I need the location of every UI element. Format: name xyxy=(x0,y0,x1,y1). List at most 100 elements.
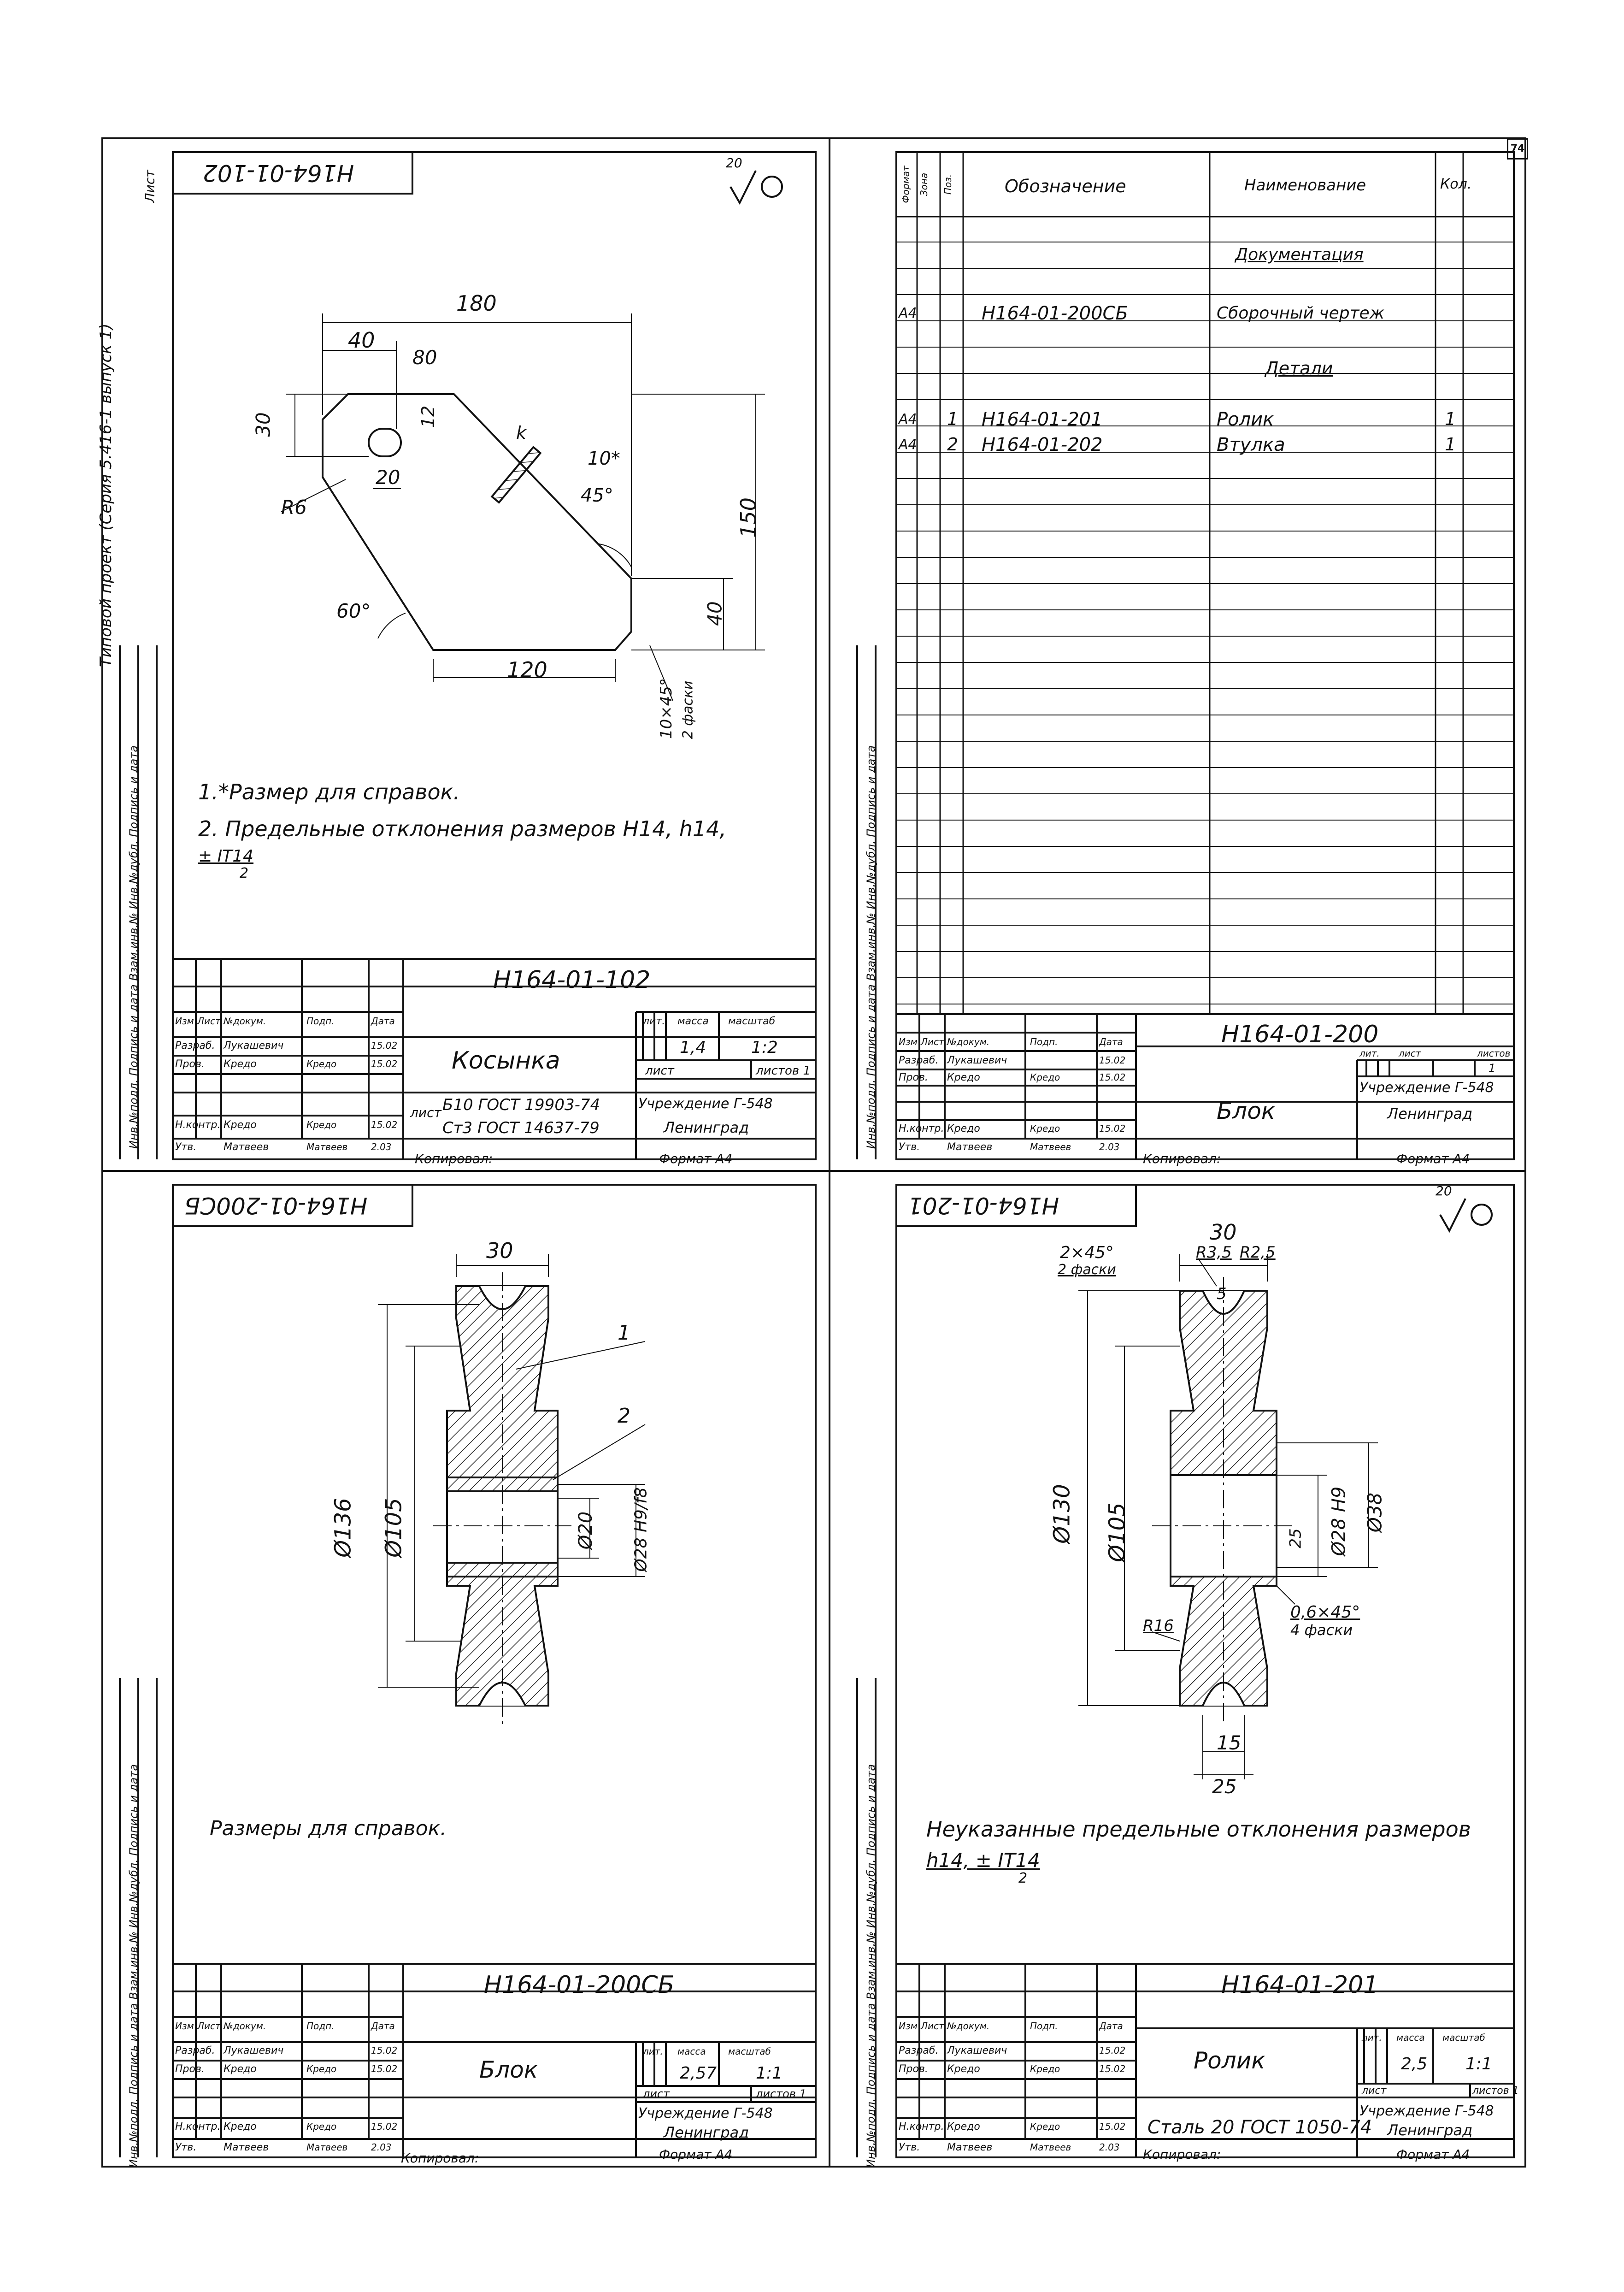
tb-200sb-r1-role: Разраб. xyxy=(175,2045,215,2056)
tb-200-code: Н164-01-200 xyxy=(1221,1021,1379,1048)
dim-45deg: 45° xyxy=(581,485,613,506)
tb-200-r3-name: Кредо xyxy=(947,1123,980,1134)
tb-200-r1-role: Разраб. xyxy=(899,1055,939,1066)
roughness-value-201: 20 xyxy=(1436,1183,1452,1199)
tb-102-org2: Ленинград xyxy=(664,1119,749,1136)
roller-dim-28: Ø28 H9 xyxy=(1328,1486,1350,1556)
tb-102-hdr: Изм xyxy=(175,1016,194,1027)
spec-r3-qty: 1 xyxy=(1445,409,1456,429)
roller-dim-38: Ø38 xyxy=(1363,1492,1386,1533)
tb-200sb-hdr-change: Изм xyxy=(175,2020,194,2032)
tb-201-r4-date: 2.03 xyxy=(1099,2142,1120,2153)
tb-200sb-lit: лит. xyxy=(643,2046,663,2057)
spec-r3-designation: Н164-01-201 xyxy=(982,409,1103,430)
tb-200sb-r1-name: Лукашевич xyxy=(224,2045,284,2056)
tb-102-hdr-doc: №докум. xyxy=(224,1016,266,1027)
dim-60deg: 60° xyxy=(336,600,371,622)
tb-200sb-hdr-date: Дата xyxy=(371,2020,395,2032)
tb-201-r3-date: 15.02 xyxy=(1099,2121,1126,2132)
tb-102-r2-sign: Кредо xyxy=(306,1058,337,1069)
note-102-1: 1.*Размер для справок. xyxy=(198,780,460,804)
dim-40b: 40 xyxy=(703,601,726,626)
tb-201-r4-sign: Матвеев xyxy=(1030,2142,1071,2153)
tb-200sb-scale: масштаб xyxy=(728,2046,771,2057)
tb-200-lit: лит. xyxy=(1359,1048,1380,1059)
tb-200sb-r2-name: Кредо xyxy=(224,2063,257,2075)
tb-102-r2-name: Кредо xyxy=(224,1058,257,1070)
asm-dim-105: Ø105 xyxy=(381,1498,407,1558)
roller-dim-25deg: 25 xyxy=(1286,1528,1305,1548)
tb-102-mass: масса xyxy=(677,1016,709,1027)
tb-201-r2-name: Кредо xyxy=(947,2063,980,2075)
tb-201-hdr-sign: Подп. xyxy=(1030,2020,1058,2032)
tb-200sb-hdr-doc: №докум. xyxy=(224,2020,266,2032)
roller-dim-ch06: 0,6×45° xyxy=(1290,1603,1360,1622)
tb-102-lit: лит. xyxy=(643,1016,665,1027)
asm-pos-2: 2 xyxy=(618,1404,630,1428)
tb-200sb-org2: Ленинград xyxy=(664,2124,749,2141)
tb-201-sheets: листов 1 xyxy=(1472,2085,1519,2097)
spec-r1-name: Сборочный чертеж xyxy=(1217,304,1385,323)
roller-note-2: h14, ± IT14 xyxy=(926,1849,1040,1872)
tb-200-hdr-sign: Подп. xyxy=(1030,1036,1058,1047)
spec-hdr-name: Наименование xyxy=(1244,176,1366,195)
tb-200sb-name: Блок xyxy=(479,2056,538,2083)
tb-200-r4-name: Матвеев xyxy=(947,1141,993,1153)
tb-201-hdr-change: Изм xyxy=(899,2020,918,2032)
corner-note: Лист xyxy=(142,170,158,203)
note-102-fraction: ± IT14 xyxy=(198,847,254,866)
dim-k: k xyxy=(516,423,527,443)
tb-102-r1-date: 15.02 xyxy=(371,1040,398,1051)
tb-201-r2-sign: Кредо xyxy=(1030,2063,1060,2074)
outer-frame xyxy=(101,137,1526,2168)
gusset-drawing xyxy=(281,313,765,701)
project-series-label: Типовой проект (Серия 5.416-1 выпуск 1) xyxy=(97,323,115,667)
tb-102-r3-role: Н.контр. xyxy=(175,1119,221,1131)
spec-r3-name: Ролик xyxy=(1217,409,1274,430)
tb-102-r4-role: Утв. xyxy=(175,1141,197,1153)
roller-dim-30: 30 xyxy=(1210,1220,1237,1245)
roller-dim-15: 15 xyxy=(1217,1731,1242,1754)
left-stamp-labels-b: Инв.№подл. Подпись и дата Взам.инв.№ Инв… xyxy=(865,745,877,1149)
tb-201-material: Сталь 20 ГОСТ 1050-74 xyxy=(1147,2117,1372,2138)
tb-200-hdr-date: Дата xyxy=(1099,1036,1123,1047)
tb-200-r2-sign: Кредо xyxy=(1030,1072,1060,1083)
roller-dim-5: 5 xyxy=(1217,1285,1227,1303)
tb-200sb-r3-name: Кредо xyxy=(224,2121,257,2133)
tb-200-format: Формат А4 xyxy=(1396,1151,1470,1166)
dim-120: 120 xyxy=(507,657,547,682)
tb-200sb-sheets: листов 1 xyxy=(756,2087,806,2100)
sheet-tag: 74 xyxy=(1507,138,1528,159)
dim-r6: R6 xyxy=(281,496,307,519)
left-stamp-labels-a: Инв.№подл. Подпись и дата Взам.инв.№ Инв… xyxy=(127,745,140,1149)
tb-201-org1: Учреждение Г-548 xyxy=(1359,2103,1494,2119)
tb-102-r3-sign: Кредо xyxy=(306,1119,337,1130)
asm-dim-30: 30 xyxy=(486,1238,513,1263)
tb-201-hdr-list: Лист xyxy=(921,2020,944,2032)
tb-102-material1: Б10 ГОСТ 19903-74 xyxy=(442,1096,600,1114)
dim-12: 12 xyxy=(418,405,439,428)
dim-40: 40 xyxy=(348,328,375,353)
tb-200-sheets: листов xyxy=(1477,1048,1511,1059)
tb-200sb-r3-sign: Кредо xyxy=(306,2121,337,2132)
roller-dim-chamfer-count: 2 фаски xyxy=(1058,1262,1116,1278)
dim-chamfer-count: 2 фаски xyxy=(680,680,696,739)
tb-201-r4-name: Матвеев xyxy=(947,2142,993,2153)
tb-200-r4-role: Утв. xyxy=(899,1141,920,1153)
spec-r4-format: А4 xyxy=(899,437,917,453)
asm-dim-136: Ø136 xyxy=(330,1498,356,1558)
tb-102-mass-val: 1,4 xyxy=(680,1038,706,1057)
roller-dim-25: 25 xyxy=(1212,1775,1237,1798)
dim-20: 20 xyxy=(376,466,400,489)
tb-200sb-r1-date: 15.02 xyxy=(371,2045,398,2056)
spec-section-parts: Детали xyxy=(1265,358,1333,378)
spec-hdr-format: Формат xyxy=(900,165,912,203)
tb-200-name: Блок xyxy=(1217,1098,1276,1124)
tb-102-sheets: листов 1 xyxy=(756,1064,811,1078)
tb-200-hdr-doc: №докум. xyxy=(947,1036,990,1047)
spec-r4-designation: Н164-01-202 xyxy=(982,434,1103,455)
roller-dim-r35: R3,5 xyxy=(1196,1243,1232,1262)
tb-201-name: Ролик xyxy=(1194,2047,1265,2074)
tb-200-r4-date: 2.03 xyxy=(1099,1141,1120,1152)
